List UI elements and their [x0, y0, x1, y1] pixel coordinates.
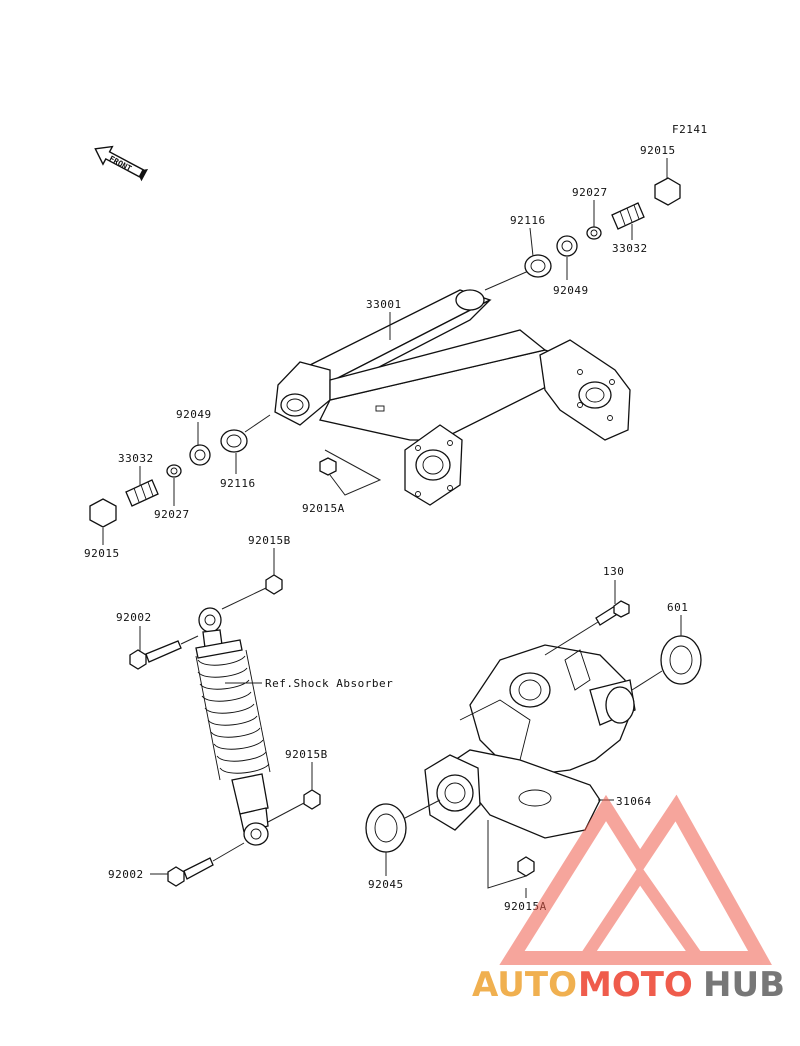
watermark-logo — [499, 794, 772, 965]
callout-92045: 92045 — [368, 878, 404, 891]
callout-92015A-top: 92015A — [302, 502, 345, 515]
bolt-130 — [595, 600, 630, 626]
bearing-92116-left — [220, 429, 248, 453]
callout-92015-top: 92015 — [640, 144, 676, 157]
watermark-auto: AUTO — [472, 965, 577, 1005]
callout-33001: 33001 — [366, 298, 402, 311]
callout-labels: 92015 92027 33032 92116 92049 33001 9204… — [84, 144, 688, 913]
swing-arm-33001 — [274, 289, 631, 506]
watermark-hub: HUB — [703, 965, 785, 1005]
callout-92116-top: 92116 — [510, 214, 546, 227]
callout-601: 601 — [667, 601, 688, 614]
callout-92027-top: 92027 — [572, 186, 608, 199]
callout-92002-bot: 92002 — [108, 868, 144, 881]
leader-lines — [102, 158, 682, 898]
watermark-triangle-icon — [499, 794, 772, 965]
nut-92015-top — [654, 177, 681, 206]
watermark-moto: MOTO — [578, 965, 693, 1005]
watermark-text: AUTO MOTO HUB — [472, 965, 785, 1005]
callout-130: 130 — [603, 565, 624, 578]
nut-92015B-top — [265, 574, 283, 595]
nut-92015A-top — [319, 457, 337, 476]
washer-92027-left — [166, 464, 182, 478]
callout-92015-left: 92015 — [84, 547, 120, 560]
washer-92049-top — [556, 235, 578, 257]
callout-92049-top: 92049 — [553, 284, 589, 297]
bearing-601 — [660, 635, 702, 685]
callout-31064: 31064 — [616, 795, 652, 808]
shock-absorber — [195, 607, 271, 846]
figure-code: F2141 — [672, 123, 708, 136]
bolt-92002-top — [129, 640, 182, 670]
sleeve-33032-top — [611, 202, 645, 230]
bearing-92116-top — [524, 254, 552, 278]
bolt-92002-bot — [167, 857, 214, 887]
bearing-92045 — [365, 803, 407, 853]
callout-ref-shock-absorber: Ref.Shock Absorber — [265, 677, 393, 690]
callout-33032-top: 33032 — [612, 242, 648, 255]
sleeve-33032-left — [125, 479, 159, 507]
callout-92015B-bot: 92015B — [285, 748, 328, 761]
nut-92015A-bot — [517, 856, 535, 877]
callout-92015B-top: 92015B — [248, 534, 291, 547]
callout-92002-top: 92002 — [116, 611, 152, 624]
washer-92049-left — [189, 444, 211, 466]
nut-92015B-bot — [303, 789, 321, 810]
callout-92116-left: 92116 — [220, 477, 256, 490]
housing-31064 — [424, 644, 636, 839]
callout-92049-left: 92049 — [176, 408, 212, 421]
callout-33032-left: 33032 — [118, 452, 154, 465]
washer-92027-top — [586, 226, 602, 240]
callout-92027-left: 92027 — [154, 508, 190, 521]
front-arrow-icon: FRONT — [94, 145, 149, 182]
nut-92015-left — [89, 498, 117, 528]
